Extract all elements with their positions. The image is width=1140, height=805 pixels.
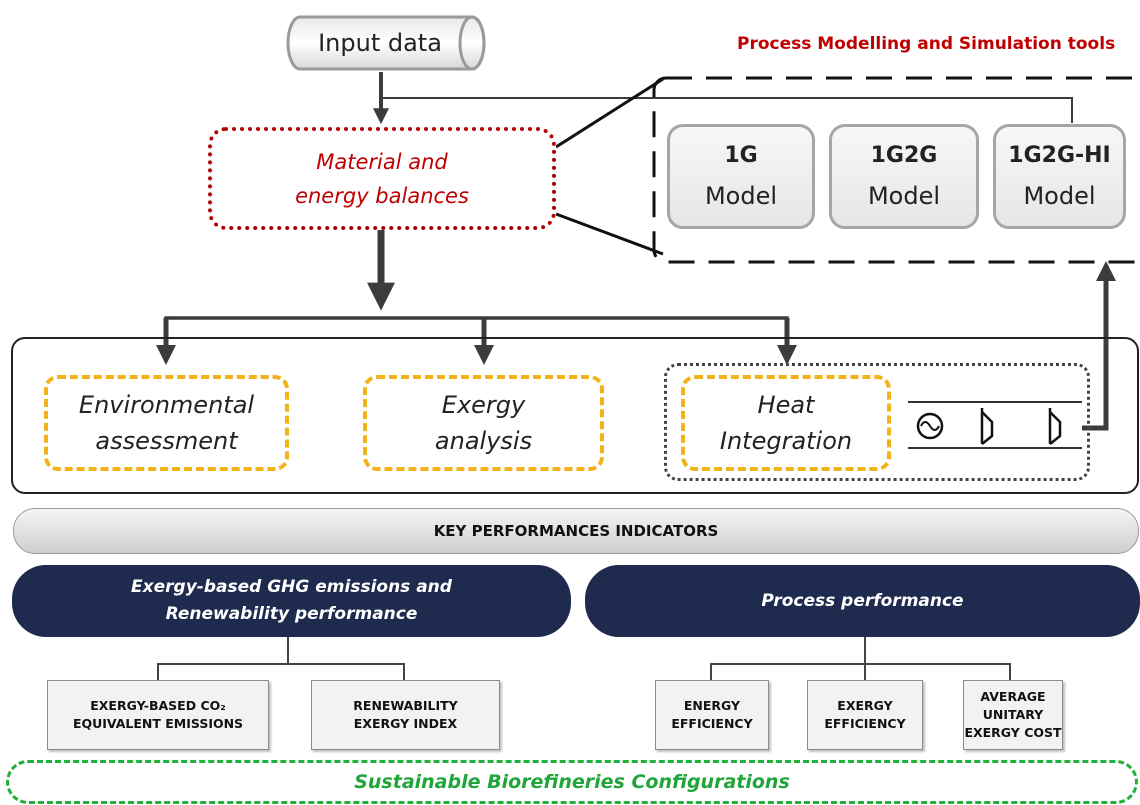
group-process-line1: Process performance <box>761 590 964 611</box>
indicator-co2-emissions[interactable]: EXERGY-BASED CO₂ EQUIVALENT EMISSIONS <box>47 680 269 750</box>
ind-ren-line2: EXERGY INDEX <box>353 716 458 731</box>
zoom-line-top <box>555 77 664 149</box>
ind-ren-line1: RENEWABILITY <box>353 698 458 713</box>
ind-cost-line3: EXERGY COST <box>964 725 1062 740</box>
cylinder-shape <box>286 15 486 71</box>
exergy-line2: analysis <box>434 427 533 455</box>
model-1g2g[interactable]: 1G2G Model <box>829 124 979 229</box>
line-input-to-hi-model <box>381 97 1073 123</box>
indicator-exergy-efficiency[interactable]: EXERGY EFFICIENCY <box>807 680 923 750</box>
sustainable-configurations-footer: Sustainable Biorefineries Configurations <box>6 760 1138 804</box>
exergy-analysis-box[interactable]: Exergy analysis <box>363 375 604 471</box>
indicator-energy-efficiency[interactable]: ENERGY EFFICIENCY <box>655 680 769 750</box>
ind-ene-line2: EFFICIENCY <box>671 716 753 731</box>
ind-exe-line2: EFFICIENCY <box>824 716 906 731</box>
model-1g2g-hi-name: 1G2G-HI <box>1008 143 1111 168</box>
kpi-bar: KEY PERFORMANCES INDICATORS <box>13 508 1139 554</box>
heat-integration-frame <box>664 363 1090 481</box>
balances-line2: energy balances <box>295 183 469 208</box>
tools-frame <box>652 76 1138 264</box>
ind-ene-line1: ENERGY <box>683 698 741 713</box>
environmental-assessment-box[interactable]: Environmental assessment <box>44 375 289 471</box>
input-data-label: Input data <box>318 29 442 57</box>
model-1g-name: 1G <box>724 143 758 168</box>
input-data-node: Input data <box>286 14 486 72</box>
indicator-unitary-exergy-cost[interactable]: AVERAGE UNITARY EXERGY COST <box>963 680 1063 750</box>
model-1g[interactable]: 1G Model <box>667 124 815 229</box>
ind-exe-line1: EXERGY <box>837 698 893 713</box>
ind-co2-line1: EXERGY-BASED CO₂ <box>90 698 226 713</box>
model-1g-sub: Model <box>704 182 778 210</box>
ind-cost-line2: UNITARY <box>982 707 1044 722</box>
group-process-performance[interactable]: Process performance <box>585 565 1140 637</box>
group-ghg-line1: Exergy-based GHG emissions and <box>131 577 452 597</box>
env-line2: assessment <box>95 427 238 455</box>
group-ghg-renewability[interactable]: Exergy-based GHG emissions and Renewabil… <box>12 565 571 637</box>
balances-line1: Material and <box>316 149 448 174</box>
model-1g2g-sub: Model <box>867 182 941 210</box>
heat-line1: Heat <box>757 391 815 419</box>
env-line1: Environmental <box>78 391 255 419</box>
ind-co2-line2: EQUIVALENT EMISSIONS <box>72 716 244 731</box>
ind-cost-line1: AVERAGE <box>980 689 1046 704</box>
indicator-renewability-index[interactable]: RENEWABILITY EXERGY INDEX <box>311 680 500 750</box>
model-1g2g-hi-sub: Model <box>1023 182 1096 210</box>
balances-box[interactable]: Material and energy balances <box>208 127 556 230</box>
zoom-line-bottom <box>555 212 664 256</box>
heat-exchanger-network-icon <box>908 401 1082 449</box>
model-1g2g-hi[interactable]: 1G2G-HI Model <box>993 124 1126 229</box>
heat-integration-box[interactable]: Heat Integration <box>681 375 891 471</box>
exergy-line1: Exergy <box>441 391 526 419</box>
heat-line2: Integration <box>719 427 853 455</box>
tools-title: Process Modelling and Simulation tools <box>737 34 1116 54</box>
group-ghg-line2: Renewability performance <box>165 604 418 624</box>
arrow-hi-to-model <box>1082 261 1116 431</box>
model-1g2g-name: 1G2G <box>870 143 938 168</box>
assessment-frame <box>11 337 1139 494</box>
